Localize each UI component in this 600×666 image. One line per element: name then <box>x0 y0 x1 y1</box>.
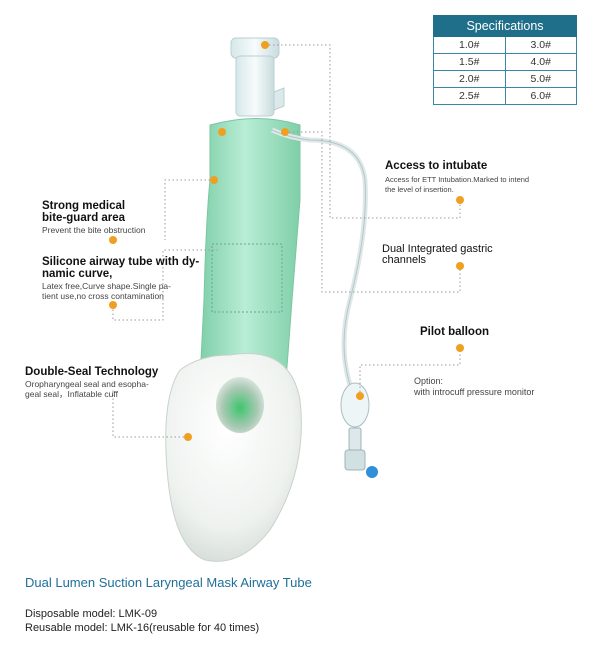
airway-tube-desc: Latex free,Curve shape.Single pa- tient … <box>42 281 171 301</box>
bite-guard-title: Strong medical bite-guard area <box>42 200 126 224</box>
spec-cell: 1.0# <box>433 36 506 54</box>
mask-aperture <box>216 377 264 433</box>
gastric-title: Dual Integrated gastric channels <box>382 243 493 266</box>
intubate-desc: Access for ETT Intubation.Marked to inte… <box>385 175 530 194</box>
spec-row: 1.0# 3.0# <box>433 36 577 54</box>
intubate-title: Access to intubate <box>385 160 488 172</box>
mask-cuff <box>165 353 302 562</box>
specifications-title: Specifications <box>433 15 577 37</box>
pilot-balloon-desc: Option: with introcuff pressure monitor <box>414 376 535 397</box>
reusable-model: Reusable model: LMK-16(reusable for 40 t… <box>25 622 260 634</box>
spec-cell: 6.0# <box>504 87 577 105</box>
airway-tube-title: Silicone airway tube with dy- namic curv… <box>42 256 200 280</box>
spec-cell: 2.5# <box>433 87 506 105</box>
laryngeal-mask-illustration <box>109 37 464 562</box>
double-seal-desc: Oropharyngeal seal and esopha- geal seal… <box>25 379 149 399</box>
double-seal-title: Double-Seal Technology <box>25 366 159 378</box>
airway-tube <box>199 118 301 381</box>
specifications-table: Specifications 1.0# 3.0# 1.5# 4.0# 2.0# … <box>433 15 577 105</box>
product-name: Dual Lumen Suction Laryngeal Mask Airway… <box>25 575 312 590</box>
spec-cell: 2.0# <box>433 70 506 88</box>
spec-row: 2.5# 6.0# <box>433 87 577 105</box>
bite-guard-desc: Prevent the bite obstruction <box>42 225 146 235</box>
callout-markers <box>109 41 464 441</box>
leader-lines <box>112 44 461 438</box>
disposable-model: Disposable model: LMK-09 <box>25 608 158 620</box>
pilot-balloon-title: Pilot balloon <box>420 326 489 338</box>
connector <box>230 37 285 117</box>
